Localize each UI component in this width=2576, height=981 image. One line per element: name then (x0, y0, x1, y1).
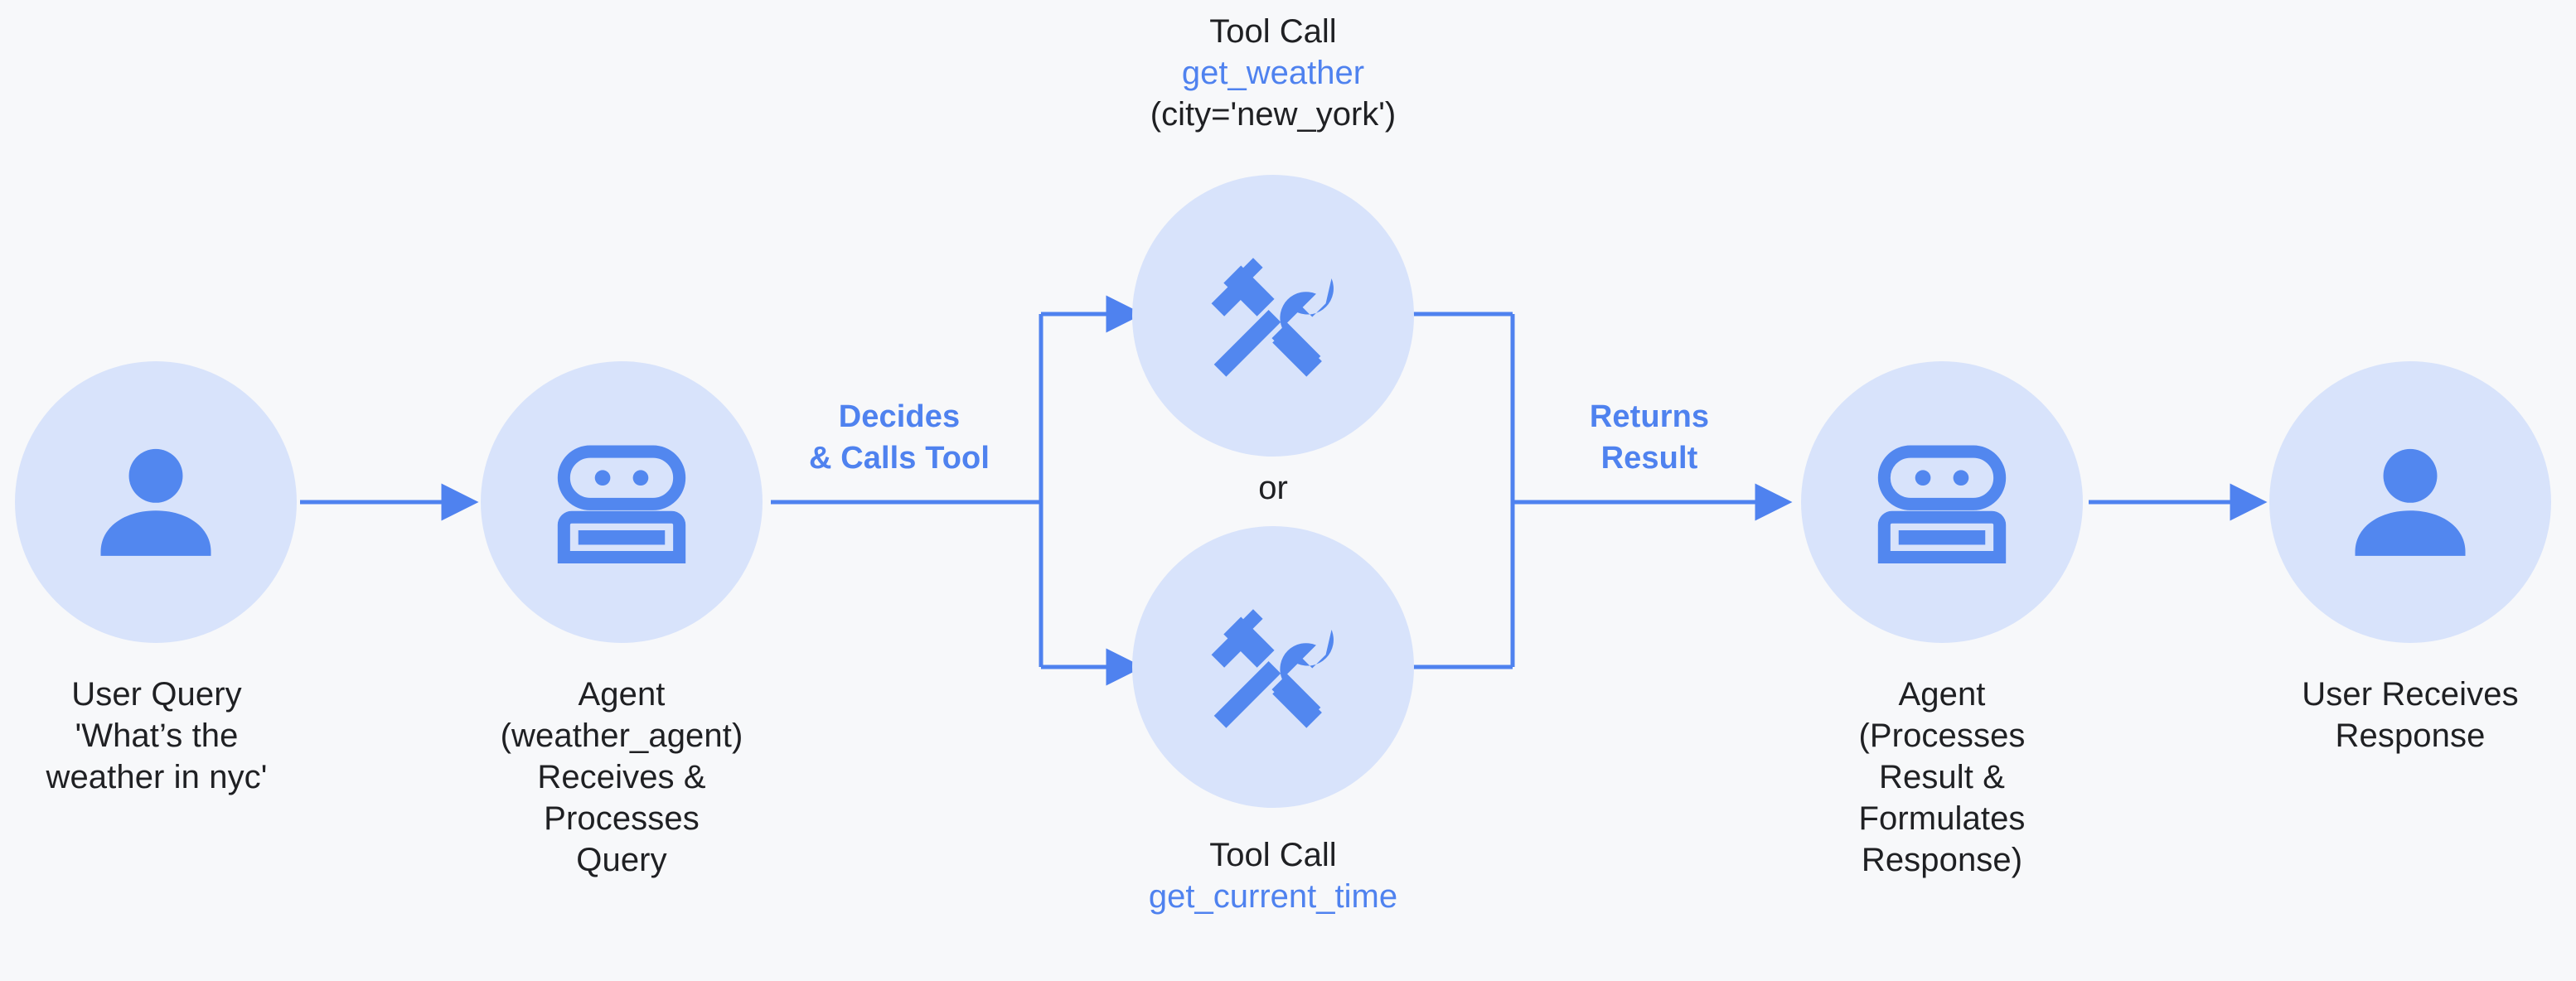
robot-icon (557, 445, 686, 564)
tools-icon (1211, 609, 1334, 728)
tool-call-args: (city='new_york') (1150, 96, 1397, 133)
node-agent-receives-label: Agent (weather_agent) Receives & Process… (500, 676, 743, 878)
node-tool-get-weather-label: Tool Call get_weather (city='new_york') (1107, 11, 1439, 135)
robot-icon (1877, 445, 2007, 564)
node-agent-processes-label: Agent (Processes Result & Formulates Res… (1858, 676, 2026, 878)
edge-label-returns-result: Returns Result (1589, 399, 1710, 476)
tools-icon (1211, 258, 1334, 377)
node-tool-get-current-time[interactable] (1132, 526, 1414, 808)
tool-function-name: get_weather (1181, 55, 1365, 91)
tool-call-title: Tool Call (1209, 837, 1337, 873)
node-agent-receives[interactable] (481, 361, 763, 643)
node-user-query[interactable] (15, 361, 297, 643)
node-tool-get-current-time-label: Tool Call get_current_time (1107, 834, 1439, 917)
node-tool-get-weather[interactable] (1132, 175, 1414, 457)
branch-separator-label: or (1258, 470, 1288, 506)
tool-function-name: get_current_time (1148, 878, 1398, 915)
tool-call-title: Tool Call (1209, 13, 1337, 50)
node-user-receives-label: User Receives Response (2302, 676, 2519, 754)
node-user-query-label: User Query 'What’s the weather in nyc' (46, 676, 268, 795)
node-agent-processes[interactable] (1801, 361, 2083, 643)
person-icon (100, 448, 211, 556)
node-user-receives[interactable] (2269, 361, 2551, 643)
edge-label-decides-calls-tool: Decides & Calls Tool (809, 399, 990, 476)
person-icon (2355, 448, 2466, 556)
